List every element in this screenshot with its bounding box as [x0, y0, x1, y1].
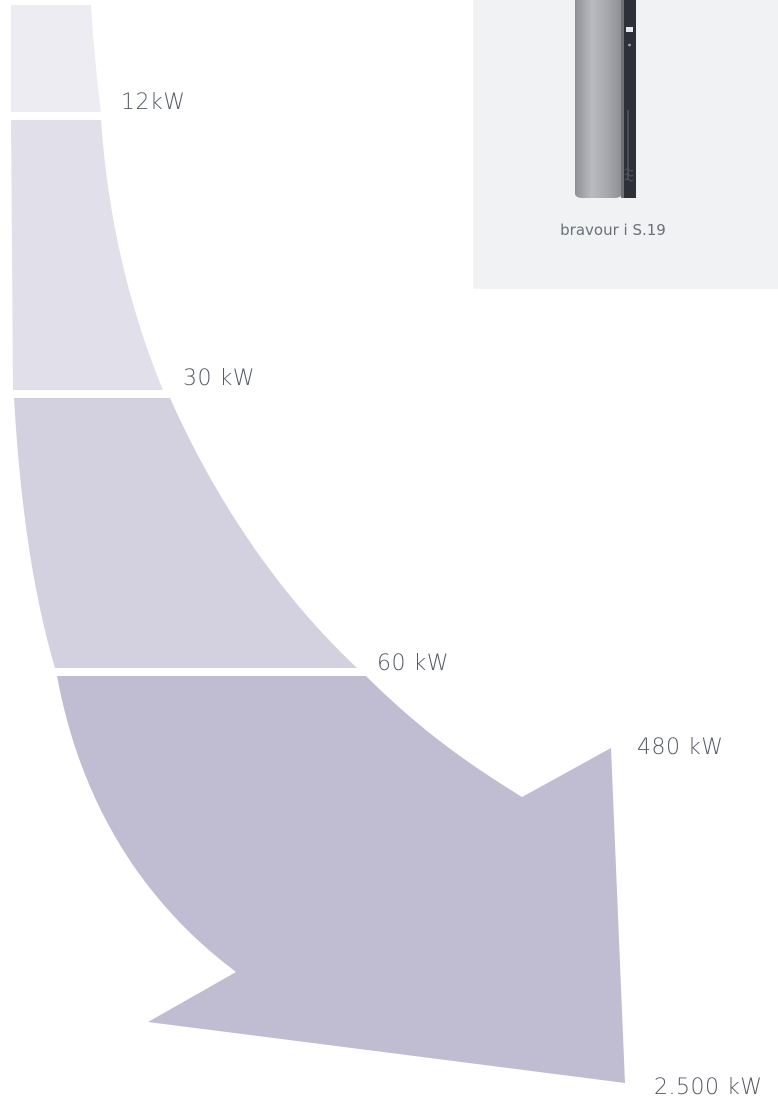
arrow-480kw-2500kw — [57, 676, 625, 1083]
label-60kw: 60 kW — [377, 651, 449, 676]
band-12kw — [11, 5, 101, 112]
product-card: bravour i S.19 — [473, 0, 778, 289]
band-60kw — [14, 398, 357, 668]
label-480kw: 480 kW — [637, 735, 724, 760]
label-12kw: 12kW — [121, 90, 186, 115]
band-30kw — [11, 120, 163, 390]
label-30kw: 30 kW — [183, 366, 255, 391]
product-name: bravour i S.19 — [560, 221, 666, 239]
label-2500kw: 2.500 kW — [654, 1075, 763, 1100]
heat-pump-unit-image — [575, 0, 636, 198]
